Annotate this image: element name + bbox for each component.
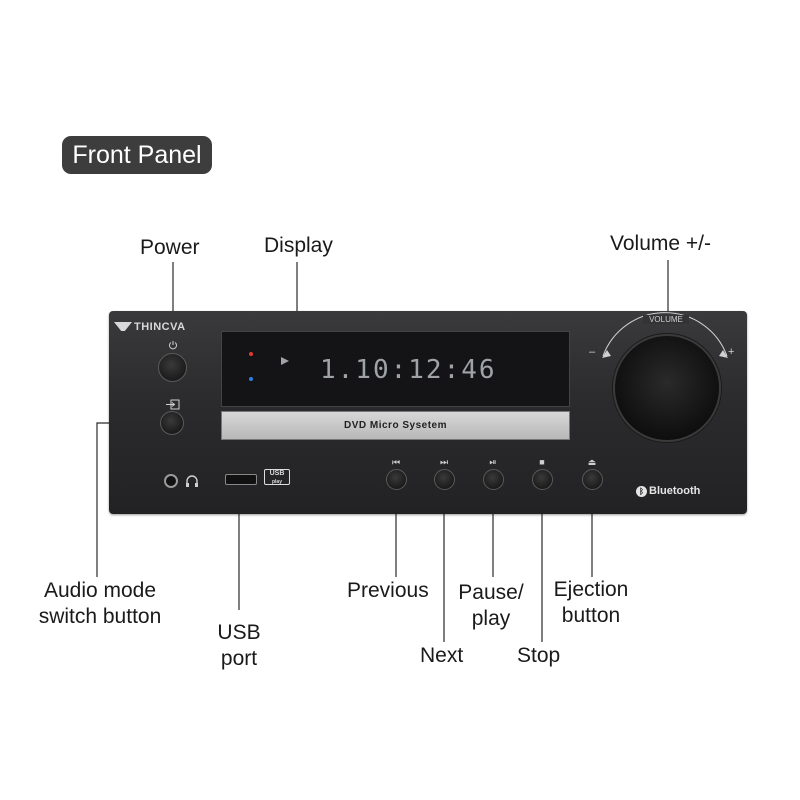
input-icon [166,399,180,410]
stop-button[interactable] [532,469,553,490]
audio-mode-callout-line1: Audio mode [43,579,157,602]
brand-logo: THINCVA [114,321,186,333]
usb-logo-bottom: play [271,479,282,485]
bluetooth-icon: ᛒ [636,486,647,497]
pause-callout-line2: play [471,607,511,630]
previous-button[interactable] [386,469,407,490]
bluetooth-label: Bluetooth [649,485,701,497]
brand-name: THINCVA [134,321,186,333]
play-indicator-icon [281,357,289,365]
previous-callout: Previous [347,579,429,602]
next-button[interactable] [434,469,455,490]
stop-callout: Stop [517,644,561,667]
volume-ring-label: VOLUME [643,315,689,324]
pause-play-callout: Pause/ play [452,580,530,632]
eject-callout-line1: Ejection [553,578,629,601]
display-screen [221,331,570,407]
next-icon: ⏭ [439,457,449,467]
volume-callout: Volume +/- [610,232,711,255]
disc-tray[interactable]: DVD Micro Sysetem [221,411,570,440]
aux-jack [164,474,178,488]
usb-logo-top: USB [269,470,285,477]
power-callout: Power [140,236,200,259]
pause-play-button[interactable] [483,469,504,490]
front-panel-badge: Front Panel [62,136,212,174]
eject-icon: ⏏ [587,457,597,467]
usb-callout-line2: port [220,647,258,670]
volume-plus-label: + [728,346,735,358]
display-callout: Display [264,234,333,257]
headphone-icon [186,475,198,487]
usb-logo: USB play [264,469,290,485]
usb-port-callout: USB port [206,620,272,672]
usb-callout-line1: USB [217,621,261,644]
ejection-callout: Ejection button [544,577,638,629]
eject-button[interactable] [582,469,603,490]
audio-mode-callout-line2: switch button [38,605,162,628]
red-indicator-led [249,352,253,356]
play-pause-icon: ⏯ [489,457,497,467]
previous-icon: ⏮ [391,457,401,467]
volume-knob[interactable] [613,334,721,442]
next-callout: Next [420,644,464,667]
usb-port[interactable] [225,474,257,485]
stop-icon: ■ [539,457,545,467]
power-button[interactable] [158,353,187,382]
audio-mode-callout: Audio mode switch button [22,578,178,630]
display-time-readout: 1.10:12:46 [320,355,497,385]
power-icon [169,341,177,350]
audio-mode-switch-button[interactable] [160,411,184,435]
volume-minus-label: – [589,346,596,358]
blue-indicator-led [249,377,253,381]
brand-mark-icon [114,322,132,331]
eject-callout-line2: button [561,604,621,627]
volume-arc [602,312,728,358]
pause-callout-line1: Pause/ [458,581,524,604]
